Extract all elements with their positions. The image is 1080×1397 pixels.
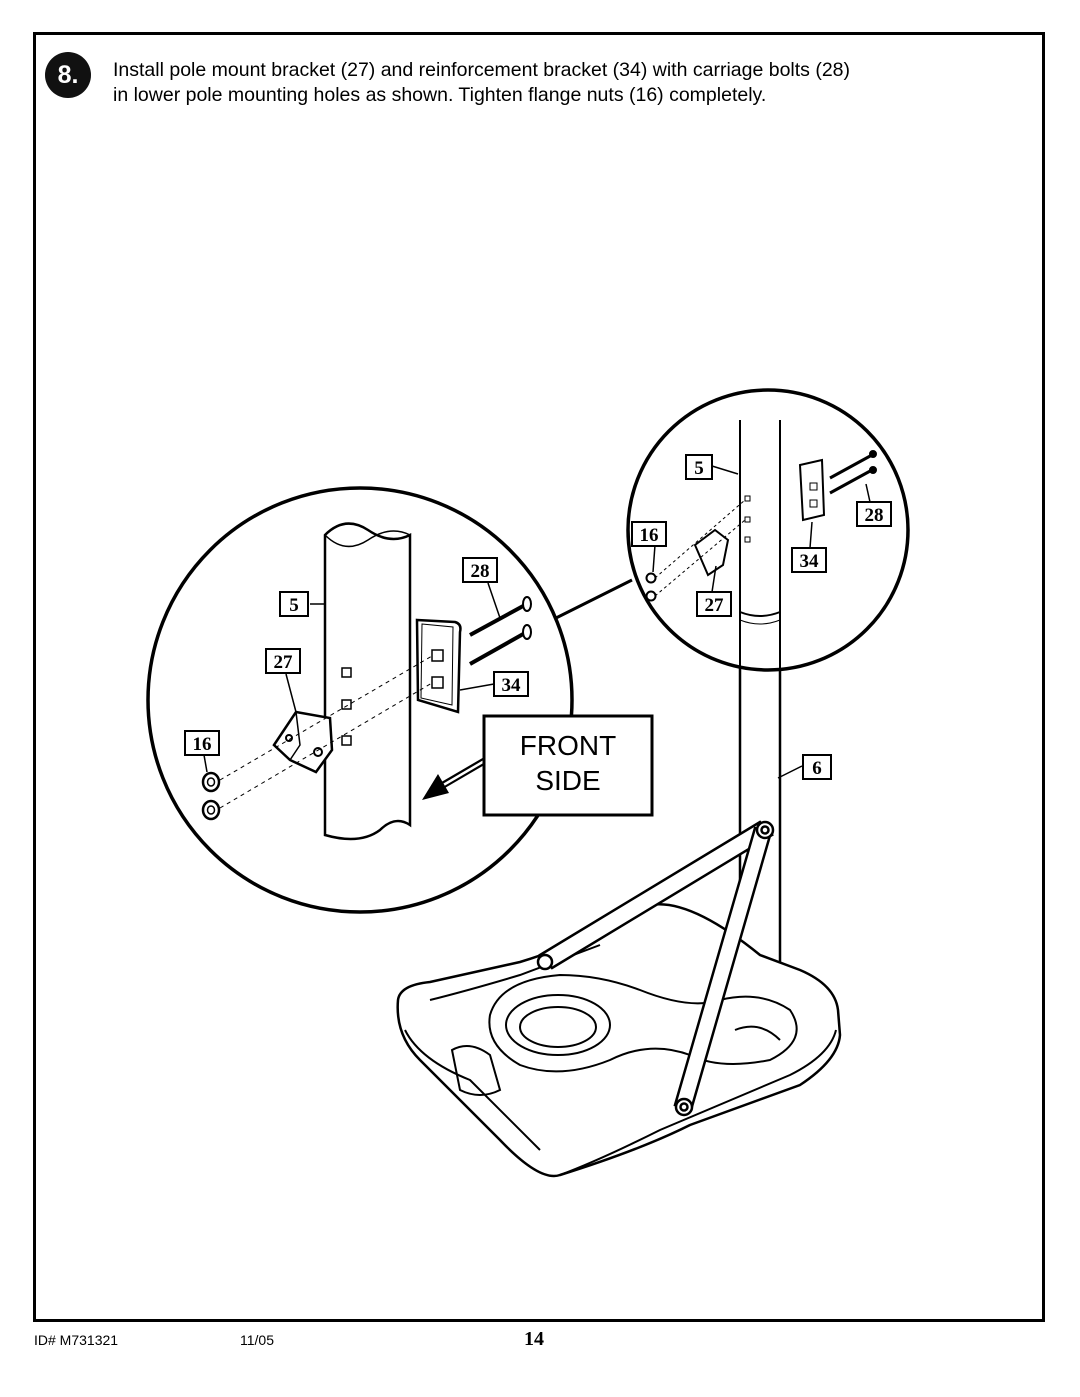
step-instruction: Install pole mount bracket (27) and rein…	[113, 58, 1013, 108]
instruction-line-1: Install pole mount bracket (27) and rein…	[113, 59, 851, 81]
step-number-badge: 8.	[45, 52, 91, 98]
detail-connector-line	[547, 578, 633, 624]
callout-left-16: 16	[193, 734, 212, 755]
front-side-arrow	[422, 756, 488, 800]
callout-left-27: 27	[274, 652, 294, 673]
page-number: 14	[524, 1328, 544, 1350]
callout-6: 6	[802, 754, 832, 780]
front-side-line-2: SIDE	[535, 765, 600, 796]
callout-left-5: 5	[289, 595, 299, 616]
detail-left-content	[201, 522, 532, 841]
document-date: 11/05	[240, 1332, 274, 1348]
callout-right-28: 28	[865, 505, 884, 526]
instruction-line-2: in lower pole mounting holes as shown. T…	[113, 84, 767, 106]
callout-right-16: 16	[640, 525, 659, 546]
callout-right-34: 34	[800, 551, 820, 572]
document-id: ID# M731321	[34, 1332, 119, 1348]
callout-left-28: 28	[471, 561, 490, 582]
detail-right-callouts: 5 16 28 34 27	[631, 454, 892, 617]
front-side-label-box: FRONT SIDE	[482, 714, 654, 817]
callout-left-34: 34	[502, 675, 522, 696]
detail-right-content	[645, 420, 877, 670]
front-side-line-1: FRONT	[520, 730, 616, 761]
callout-right-5: 5	[694, 458, 704, 479]
callout-right-27: 27	[705, 595, 725, 616]
page-frame	[33, 32, 1045, 1322]
callout-6-label: 6	[812, 758, 822, 779]
detail-left-callouts: 5 27 16 28 34	[184, 557, 529, 756]
support-braces	[536, 820, 775, 1117]
detail-circle-right	[626, 388, 910, 672]
